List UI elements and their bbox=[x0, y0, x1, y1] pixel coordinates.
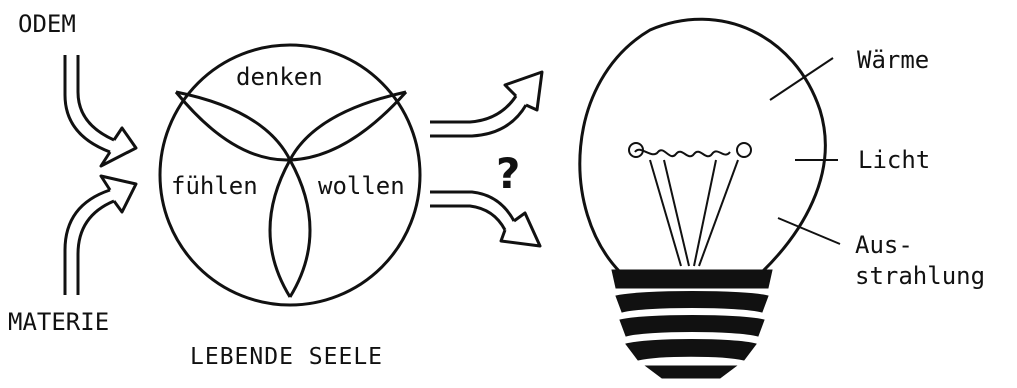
bulb-filament bbox=[629, 143, 751, 266]
arrow-odem bbox=[65, 55, 136, 166]
bulb-glass bbox=[580, 19, 826, 272]
arrow-output-down bbox=[430, 192, 540, 246]
segment-wollen: wollen bbox=[318, 172, 405, 200]
segment-denken: denken bbox=[236, 63, 323, 91]
question-mark: ? bbox=[496, 149, 520, 198]
label-waerme: Wärme bbox=[857, 46, 929, 74]
label-licht: Licht bbox=[858, 146, 930, 174]
segment-fuehlen: fühlen bbox=[171, 172, 258, 200]
arrow-materie bbox=[65, 176, 136, 295]
label-ausstrahlung-2: strahlung bbox=[855, 262, 985, 290]
label-odem: ODEM bbox=[18, 10, 76, 38]
label-ausstrahlung-1: Aus- bbox=[855, 231, 913, 259]
arrow-output-up bbox=[430, 72, 542, 136]
label-materie: MATERIE bbox=[8, 308, 109, 336]
lightbulb bbox=[580, 19, 826, 378]
soul-caption: LEBENDE SEELE bbox=[190, 344, 383, 370]
bulb-base bbox=[612, 270, 772, 378]
